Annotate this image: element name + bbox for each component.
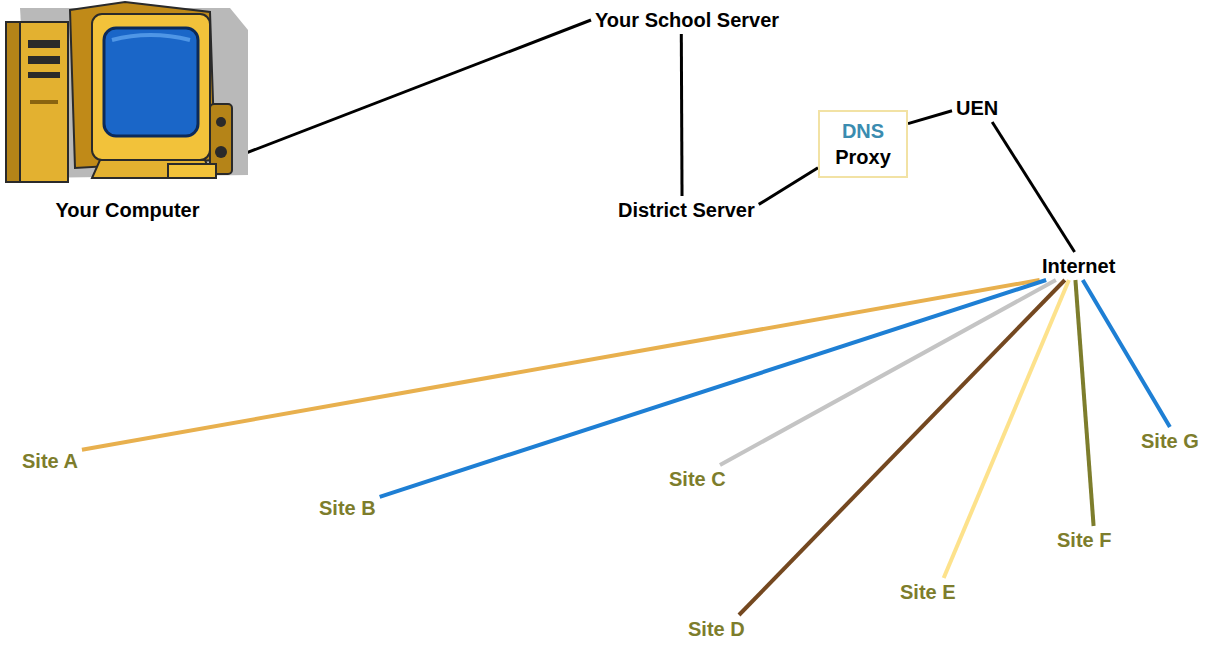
computer-node: Your Computer	[15, 0, 240, 222]
network-link	[681, 34, 683, 196]
node-text: Site G	[1141, 429, 1199, 453]
node-text: Site A	[22, 449, 78, 473]
node-text: Proxy	[835, 144, 891, 170]
network-link	[1075, 280, 1093, 526]
network-link	[759, 168, 818, 205]
node-text: Your Computer	[15, 198, 240, 222]
network-label: UEN	[952, 94, 1002, 122]
network-link	[380, 280, 1046, 497]
node-text: DNS	[842, 118, 884, 144]
computer-illustration	[0, 0, 250, 190]
site-label: Site F	[1053, 526, 1115, 554]
node-text: Site E	[900, 580, 956, 604]
node-text: UEN	[956, 96, 998, 120]
node-text: Site C	[669, 467, 726, 491]
site-label: Site D	[684, 615, 749, 643]
network-link	[944, 280, 1069, 578]
site-label: Site C	[665, 465, 730, 493]
node-text: Internet	[1042, 254, 1115, 278]
network-link	[1083, 280, 1170, 427]
site-label: Site B	[315, 494, 380, 522]
server-label: District Server	[614, 196, 759, 224]
network-link	[240, 20, 591, 155]
node-text: District Server	[618, 198, 755, 222]
node-text: Your School Server	[595, 8, 779, 32]
network-link	[908, 111, 952, 124]
site-label: Site A	[18, 447, 82, 475]
network-link	[82, 280, 1040, 450]
site-label: Site E	[896, 578, 960, 606]
server-label: Your School Server	[591, 6, 783, 34]
proxy-box: DNSProxy	[818, 110, 908, 178]
site-label: Site G	[1137, 427, 1203, 455]
node-text: Site D	[688, 617, 745, 641]
network-link	[720, 280, 1056, 465]
node-text: Site F	[1057, 528, 1111, 552]
network-link	[992, 122, 1074, 252]
node-text: Site B	[319, 496, 376, 520]
network-label: Internet	[1038, 252, 1119, 280]
network-link	[739, 280, 1065, 615]
